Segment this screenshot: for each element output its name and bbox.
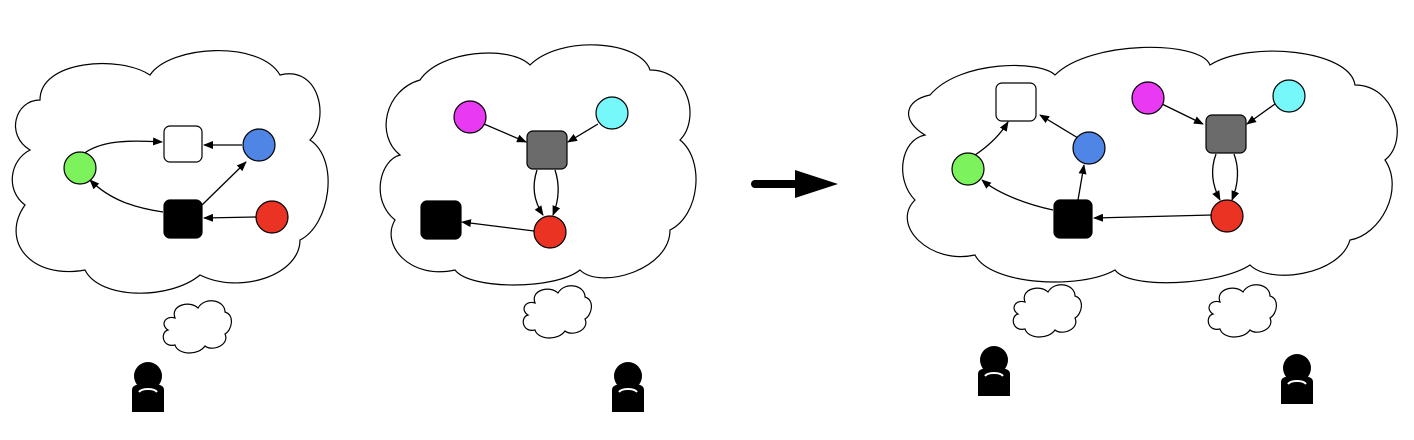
edge-gray-red-2 — [1231, 153, 1240, 201]
edge-green-white — [974, 121, 1009, 156]
node-white-square — [995, 82, 1037, 122]
node-black-square — [1053, 199, 1093, 239]
person-icon — [1281, 354, 1313, 404]
node-cyan — [595, 96, 629, 130]
edge-gray-red-1 — [533, 169, 544, 216]
merged-graph-edges — [974, 103, 1276, 222]
left-graph-edges — [81, 137, 257, 222]
merged-small-cloud-left — [1012, 284, 1082, 338]
node-blue — [1072, 131, 1106, 165]
edge-black-green — [89, 179, 164, 213]
edge-magenta-gray — [1161, 103, 1204, 125]
node-green — [63, 151, 97, 185]
node-white-square — [163, 125, 203, 163]
left-small-cloud — [162, 300, 232, 354]
node-red — [255, 200, 289, 234]
node-black-square — [420, 200, 462, 240]
node-magenta — [453, 100, 487, 134]
left-graph-nodes — [63, 125, 289, 239]
node-magenta — [1131, 81, 1165, 115]
edge-gray-red-1 — [1211, 153, 1221, 201]
edge-black-blue — [1077, 164, 1087, 201]
middle-graph-nodes — [420, 96, 629, 249]
edge-green-white — [81, 137, 163, 156]
person-icon — [132, 362, 164, 412]
middle-small-cloud — [522, 285, 592, 339]
edge-gray-red-2 — [552, 169, 561, 216]
node-cyan — [1272, 79, 1306, 113]
person-icon — [612, 362, 644, 412]
node-red — [1210, 199, 1244, 233]
person-icon — [978, 346, 1010, 396]
node-blue — [242, 128, 276, 162]
edge-black-blue — [201, 161, 247, 206]
edge-magenta-gray — [483, 123, 527, 143]
node-red — [533, 215, 567, 249]
edge-black-green — [981, 179, 1054, 211]
node-green — [951, 152, 985, 186]
merged-small-cloud-right — [1207, 284, 1277, 338]
edge-cyan-gray — [1246, 103, 1276, 125]
left-thought-cloud — [11, 50, 329, 294]
node-gray-square — [1205, 114, 1247, 154]
edge-red-black — [461, 219, 535, 232]
node-black-square — [163, 199, 203, 239]
merge-arrow — [751, 170, 838, 198]
left-cloud-outline — [11, 50, 329, 294]
merged-graph-nodes — [951, 79, 1306, 239]
middle-graph-edges — [461, 123, 599, 232]
edge-cyan-gray — [567, 123, 599, 143]
edge-blue-white — [1039, 114, 1079, 139]
edge-red-black — [1093, 213, 1213, 222]
node-gray-square — [526, 130, 568, 170]
edge-red-black — [203, 213, 257, 222]
